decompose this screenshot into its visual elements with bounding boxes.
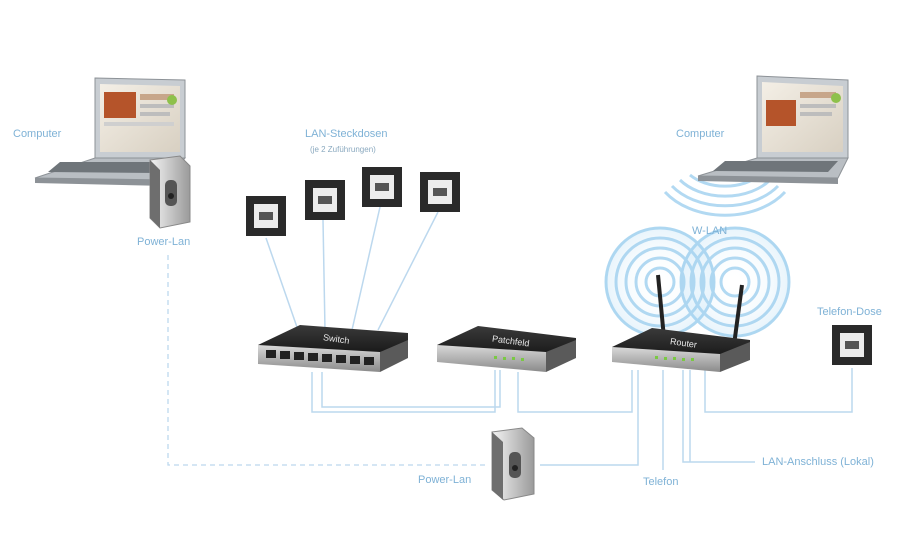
label-power-lan-bottom: Power-Lan — [418, 474, 472, 486]
cable-switch-patch-2 — [321, 370, 501, 408]
label-lan-sockets-sub: (je 2 Zuführungen) — [310, 145, 376, 154]
router-device — [612, 274, 750, 372]
laptop-left — [34, 77, 187, 186]
lan-socket-1 — [246, 196, 286, 236]
wifi-waves — [604, 173, 791, 338]
label-power-lan-top: Power-Lan — [137, 236, 191, 248]
telefon-dose — [832, 325, 872, 365]
cable-socket1 — [265, 237, 299, 331]
router-antenna-left — [656, 274, 666, 339]
cable-patch-router — [517, 370, 633, 413]
cable-router-powerlan — [540, 370, 639, 466]
lan-socket-4 — [420, 172, 460, 212]
switch-device — [258, 325, 408, 372]
label-telefon: Telefon — [643, 476, 679, 488]
cables — [265, 206, 853, 470]
label-computer-right: Computer — [676, 128, 725, 140]
label-wlan: W-LAN — [692, 225, 728, 237]
cable-socket2 — [322, 219, 326, 331]
laptop-right — [697, 75, 849, 184]
cable-lan-lokal-1 — [682, 370, 755, 463]
label-lan-sockets: LAN-Steckdosen — [305, 128, 388, 140]
cable-switch-patch-1 — [311, 370, 496, 413]
lan-sockets — [246, 167, 460, 236]
router-antenna-right — [732, 284, 744, 346]
lan-socket-2 — [305, 180, 345, 220]
cable-socket4 — [377, 211, 439, 331]
label-lan-anschluss: LAN-Anschluss (Lokal) — [762, 456, 874, 468]
cable-router-telefondose — [704, 368, 853, 413]
label-computer-left: Computer — [13, 128, 62, 140]
powerlan-adapter-bottom — [491, 427, 535, 501]
lan-socket-3 — [362, 167, 402, 207]
patchfeld-device — [437, 326, 576, 372]
cable-socket3 — [351, 206, 381, 331]
powerline-dashed — [167, 255, 485, 466]
label-telefon-dose: Telefon-Dose — [817, 306, 882, 318]
powerlan-adapter-top — [149, 155, 191, 229]
